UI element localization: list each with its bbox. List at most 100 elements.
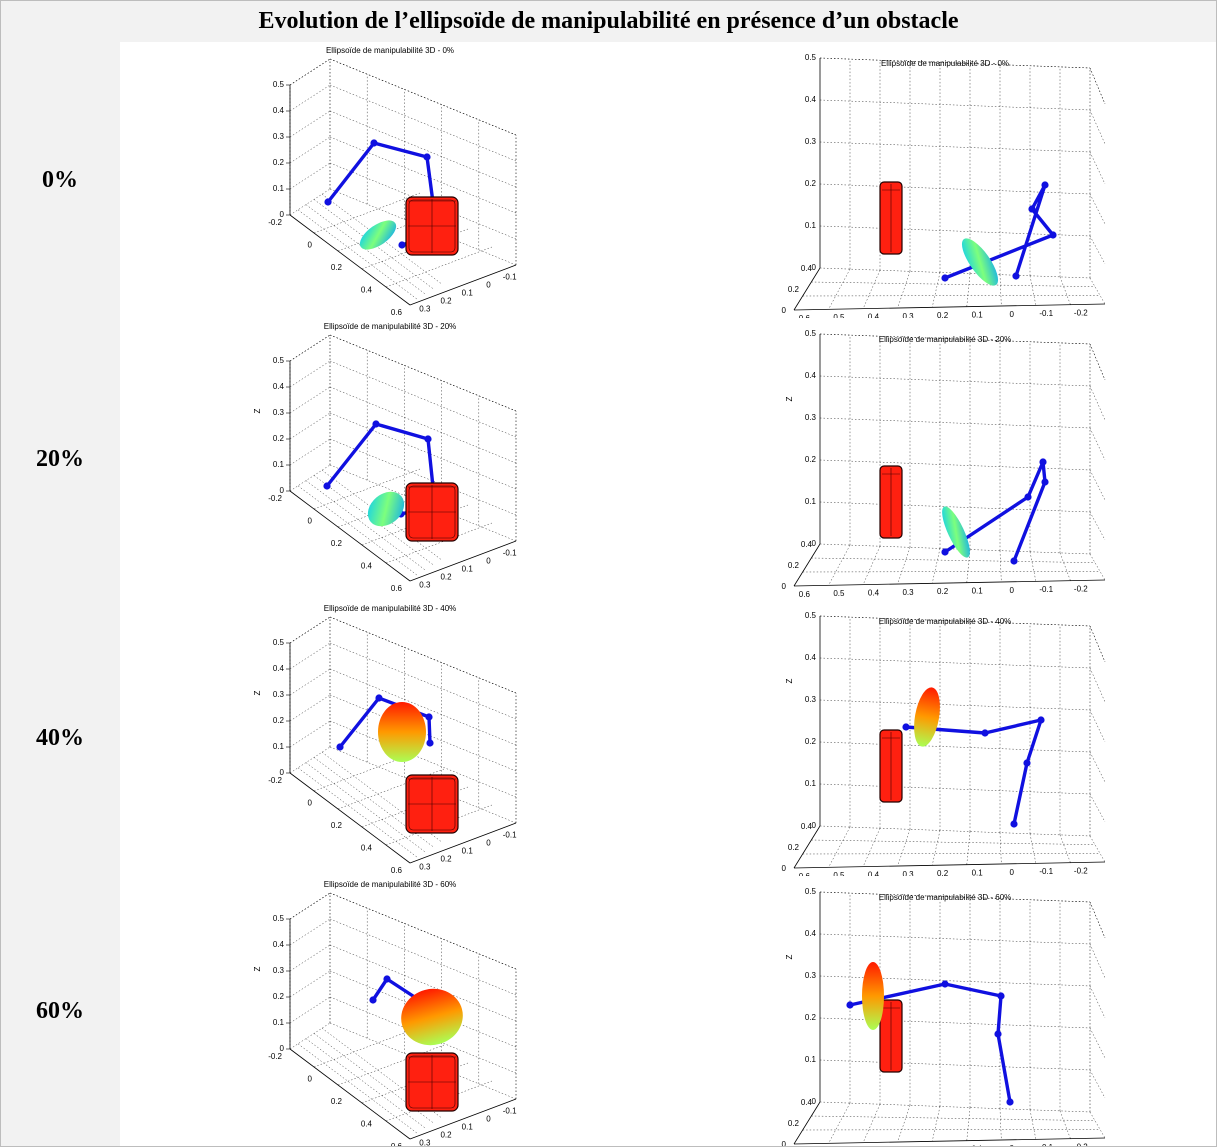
x-tick-label: 0.2	[440, 296, 452, 305]
manipulability-ellipsoid	[914, 687, 940, 747]
z-tick-label: 0.3	[805, 971, 817, 980]
x-tick-label: 0.3	[902, 312, 914, 318]
z-tick-label: 0	[280, 210, 285, 219]
z-tick-label: 0.2	[805, 737, 817, 746]
x-tick-label: 0	[486, 556, 491, 565]
y-tick-label: -0.2	[268, 218, 282, 227]
right-3d-plot: Ellipsoïde de manipulabilité 3D - 60% 0 0.…	[760, 876, 1160, 1147]
x-tick-label: -0.2	[1074, 308, 1088, 317]
z-tick-label: 0.2	[273, 158, 285, 167]
axes-box	[793, 891, 1106, 1145]
manipulability-ellipsoid	[401, 988, 463, 1046]
x-tick-label: -0.1	[503, 548, 517, 557]
z-tick-label: 0.5	[805, 53, 817, 62]
x-tick-label: 0.1	[462, 846, 474, 855]
z-tick-label: 0.2	[805, 455, 817, 464]
z-tick-label: 0.5	[805, 611, 817, 620]
x-tick-label: 0.3	[419, 862, 431, 871]
y-tick-label: 0	[308, 517, 313, 526]
robot-arm	[941, 458, 1049, 565]
y-tick-label: 0.4	[801, 822, 813, 831]
y-tick-label: 0.4	[801, 1098, 813, 1107]
y-tick-label: 0.4	[361, 562, 373, 571]
x-tick-label: 0.2	[937, 587, 949, 596]
z-tick-label: 0.1	[273, 184, 285, 193]
x-tick-label: 0.5	[833, 871, 845, 876]
x-tick-label: 0.1	[462, 288, 474, 297]
z-axis-label: Z	[785, 396, 794, 401]
y-tick-label: 0.2	[788, 843, 800, 852]
z-tick-label: 0.5	[273, 356, 285, 365]
z-tick-label: 0.5	[805, 329, 817, 338]
z-tick-label: 0.3	[805, 137, 817, 146]
z-tick-label: 0.4	[805, 95, 817, 104]
x-tick-label: -0.1	[503, 1106, 517, 1115]
z-tick-label: 0.1	[273, 460, 285, 469]
x-tick-label: 0.3	[419, 580, 431, 589]
x-tick-label: 0.1	[972, 310, 984, 318]
x-tick-label: -0.1	[503, 272, 517, 281]
plot-title: Ellipsoïde de manipulabilité 3D - 20%	[879, 335, 1012, 344]
z-tick-label: 0.2	[805, 1013, 817, 1022]
z-axis-label: Z	[253, 408, 262, 413]
x-tick-label: 0.6	[799, 872, 811, 876]
z-tick-label: 0	[280, 486, 285, 495]
obstacle-box	[405, 482, 459, 542]
z-tick-label: 0.4	[273, 940, 285, 949]
axes-box	[286, 892, 517, 1140]
z-tick-label: 0.5	[805, 887, 817, 896]
z-tick-label: 0.5	[273, 638, 285, 647]
x-tick-label: 0	[486, 838, 491, 847]
manipulability-ellipsoid	[378, 702, 426, 762]
manipulability-ellipsoid	[961, 238, 999, 286]
y-tick-label: 0.4	[361, 286, 373, 295]
x-tick-label: 0.3	[419, 304, 431, 313]
z-tick-label: 0	[280, 768, 285, 777]
z-tick-label: 0.2	[805, 179, 817, 188]
z-tick-label: 0.3	[273, 408, 285, 417]
x-tick-label: -0.1	[503, 830, 517, 839]
plot-title: Ellipsoïde de manipulabilité 3D - 60%	[879, 893, 1012, 902]
x-tick-label: 0.5	[833, 589, 845, 598]
x-tick-label: 0	[486, 280, 491, 289]
z-tick-label: 0.3	[273, 966, 285, 975]
x-tick-label: 0.1	[972, 1144, 984, 1147]
y-tick-label: 0.6	[391, 308, 403, 317]
z-tick-label: 0	[812, 539, 817, 548]
x-tick-label: -0.2	[1074, 866, 1088, 875]
manipulability-ellipsoid	[359, 220, 397, 250]
x-tick-label: 0.2	[440, 854, 452, 863]
z-axis-label: Z	[785, 678, 794, 683]
y-tick-label: 0.2	[788, 561, 800, 570]
y-tick-label: -0.2	[268, 1052, 282, 1061]
x-tick-label: -0.1	[1039, 867, 1053, 876]
z-tick-label: 0.2	[273, 992, 285, 1001]
obstacle-box	[405, 1052, 459, 1112]
robot-arm	[902, 716, 1045, 828]
x-tick-label: 0	[1009, 1144, 1014, 1147]
y-tick-label: 0.6	[391, 584, 403, 593]
plot-title: Ellipsoïde de manipulabilité 3D - 40%	[324, 604, 457, 613]
manipulability-ellipsoid	[367, 491, 405, 527]
y-tick-label: 0	[308, 241, 313, 250]
z-tick-label: 0.3	[273, 132, 285, 141]
x-tick-label: 0.5	[833, 313, 845, 318]
y-tick-label: 0.2	[331, 539, 343, 548]
row-label: 40%	[0, 600, 120, 876]
plot-title: Ellipsoïde de manipulabilité 3D - 40%	[879, 617, 1012, 626]
y-tick-label: 0	[782, 864, 787, 873]
z-tick-label: 0.4	[805, 653, 817, 662]
axes-box	[793, 615, 1106, 869]
z-tick-label: 0.1	[273, 742, 285, 751]
x-tick-label: 0.2	[440, 572, 452, 581]
x-tick-label: 0	[1009, 310, 1014, 318]
z-tick-label: 0.1	[805, 497, 817, 506]
y-tick-label: 0.2	[331, 1097, 343, 1106]
y-tick-label: 0.4	[801, 540, 813, 549]
